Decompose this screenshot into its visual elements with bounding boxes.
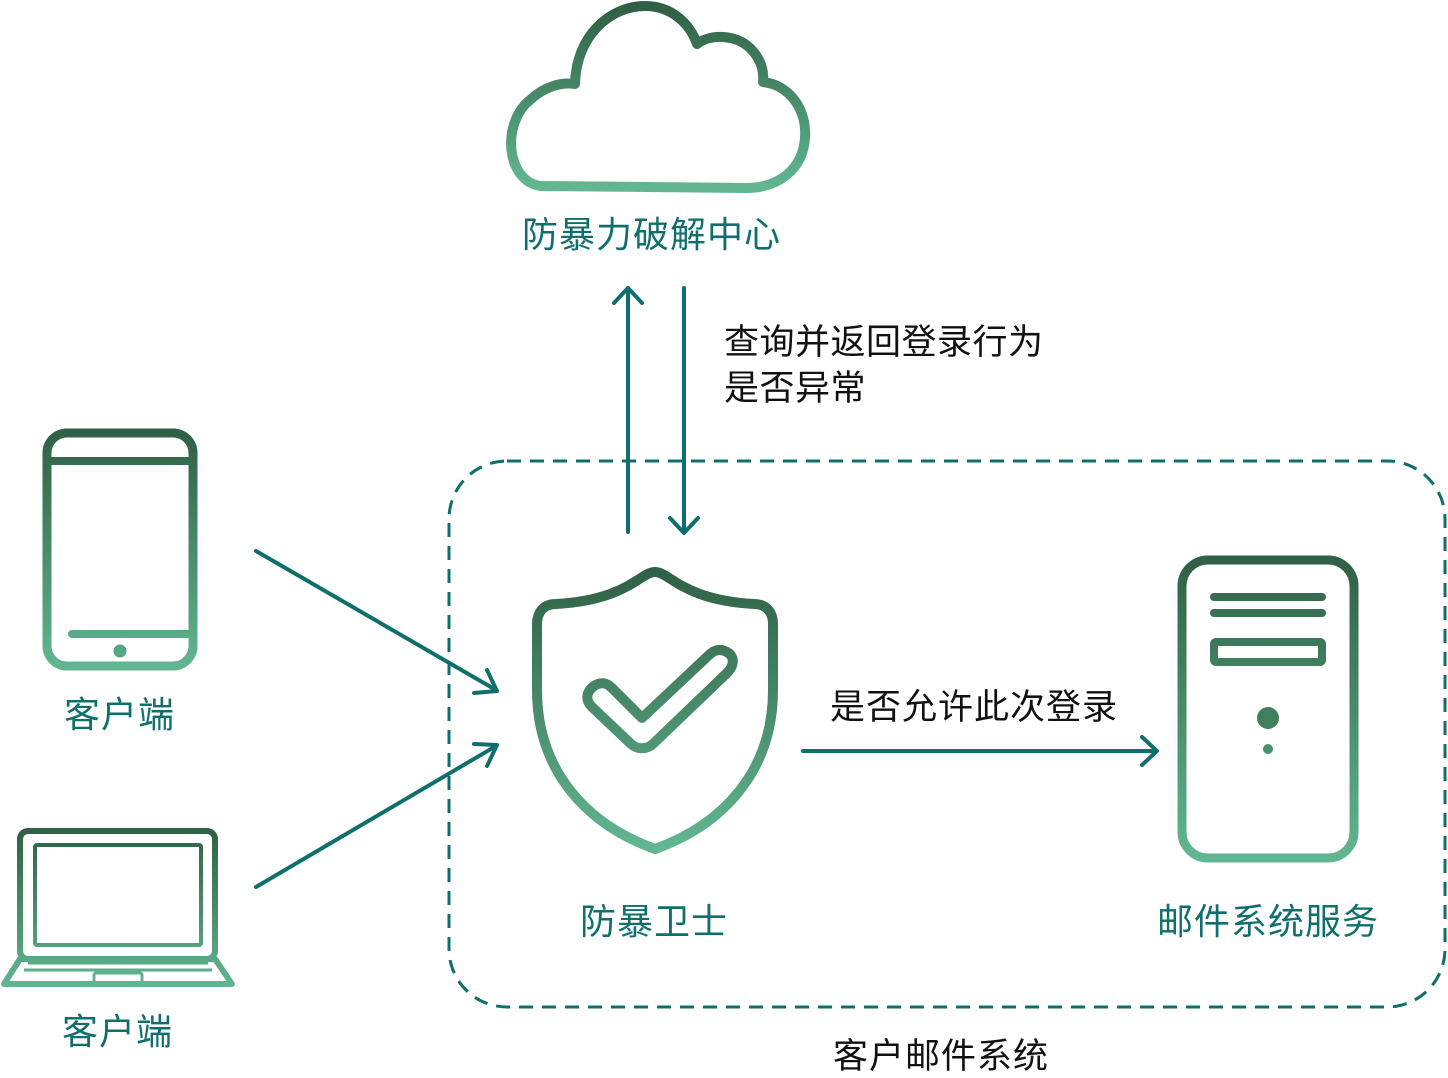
mail-system-group-label: 客户邮件系统 bbox=[833, 1037, 1050, 1077]
cloud-icon bbox=[506, 1, 811, 193]
tablet-icon bbox=[42, 428, 198, 671]
arrow-center-to-guard bbox=[668, 286, 700, 535]
server-icon bbox=[1177, 555, 1359, 863]
laptop-icon bbox=[1, 828, 235, 987]
client-laptop-label: 客户端 bbox=[62, 1012, 174, 1053]
query-edge-label-line2: 是否异常 bbox=[724, 369, 867, 409]
arrow-laptop-to-guard bbox=[254, 742, 499, 889]
client-phone-label: 客户端 bbox=[64, 695, 176, 736]
cloud-center-label: 防暴力破解中心 bbox=[522, 215, 782, 256]
query-edge-label: 查询并返回登录行为 是否异常 bbox=[724, 320, 1044, 412]
arrow-phone-to-guard bbox=[254, 549, 499, 695]
guard-label: 防暴卫士 bbox=[580, 902, 729, 943]
query-edge-label-line1: 查询并返回登录行为 bbox=[724, 323, 1044, 363]
shield-check-icon bbox=[532, 567, 778, 854]
mail-system-boundary bbox=[447, 459, 1447, 1009]
arrow-guard-to-mail bbox=[801, 735, 1159, 767]
arrow-guard-to-center bbox=[612, 286, 644, 534]
mail-service-label: 邮件系统服务 bbox=[1157, 902, 1380, 943]
allow-login-edge-label: 是否允许此次登录 bbox=[830, 688, 1119, 728]
